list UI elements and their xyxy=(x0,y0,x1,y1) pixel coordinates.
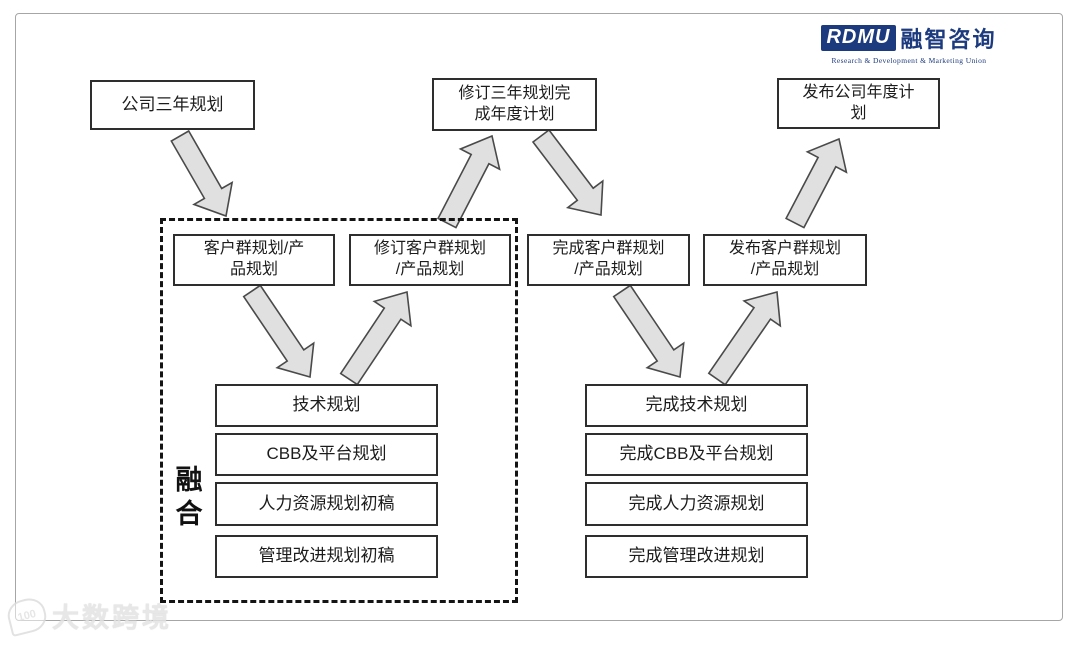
node-revise-cg-product: 修订客户群规划 /产品规划 xyxy=(349,234,511,286)
node-complete-mgmt-improve: 完成管理改进规划 xyxy=(585,535,808,578)
dashu-watermark: 100 大数跨境 xyxy=(4,594,172,637)
node-hr-plan-draft: 人力资源规划初稿 xyxy=(215,482,438,526)
rdmu-logo-subtitle: Research & Development & Marketing Union xyxy=(831,56,987,65)
rdmu-logo-abbr: RDMU xyxy=(821,25,897,51)
node-complete-cg-product: 完成客户群规划 /产品规划 xyxy=(527,234,690,286)
dashu-watermark-text: 大数跨境 xyxy=(52,603,172,633)
node-complete-cbb-platform: 完成CBB及平台规划 xyxy=(585,433,808,476)
node-mgmt-improve-draft: 管理改进规划初稿 xyxy=(215,535,438,578)
fusion-dashed-region xyxy=(160,218,518,603)
node-tech-plan: 技术规划 xyxy=(215,384,438,427)
node-complete-hr-plan: 完成人力资源规划 xyxy=(585,482,808,526)
node-publish-cg-product: 发布客户群规划 /产品规划 xyxy=(703,234,867,286)
fusion-label: 融合 xyxy=(175,465,203,529)
node-cg-product-plan: 客户群规划/产 品规划 xyxy=(173,234,335,286)
rdmu-logo: RDMU 融智咨询 Research & Development & Marke… xyxy=(820,22,998,65)
node-revise-3yr-plan: 修订三年规划完 成年度计划 xyxy=(432,78,597,131)
node-cbb-platform-plan: CBB及平台规划 xyxy=(215,433,438,476)
node-company-3yr-plan: 公司三年规划 xyxy=(90,80,255,130)
rdmu-logo-name: 融智咨询 xyxy=(900,27,997,53)
dashu-watermark-logo-icon: 100 xyxy=(4,594,50,637)
node-complete-tech-plan: 完成技术规划 xyxy=(585,384,808,427)
node-publish-annual-plan: 发布公司年度计 划 xyxy=(777,78,940,129)
rdmu-logo-row: RDMU 融智咨询 xyxy=(821,22,996,54)
